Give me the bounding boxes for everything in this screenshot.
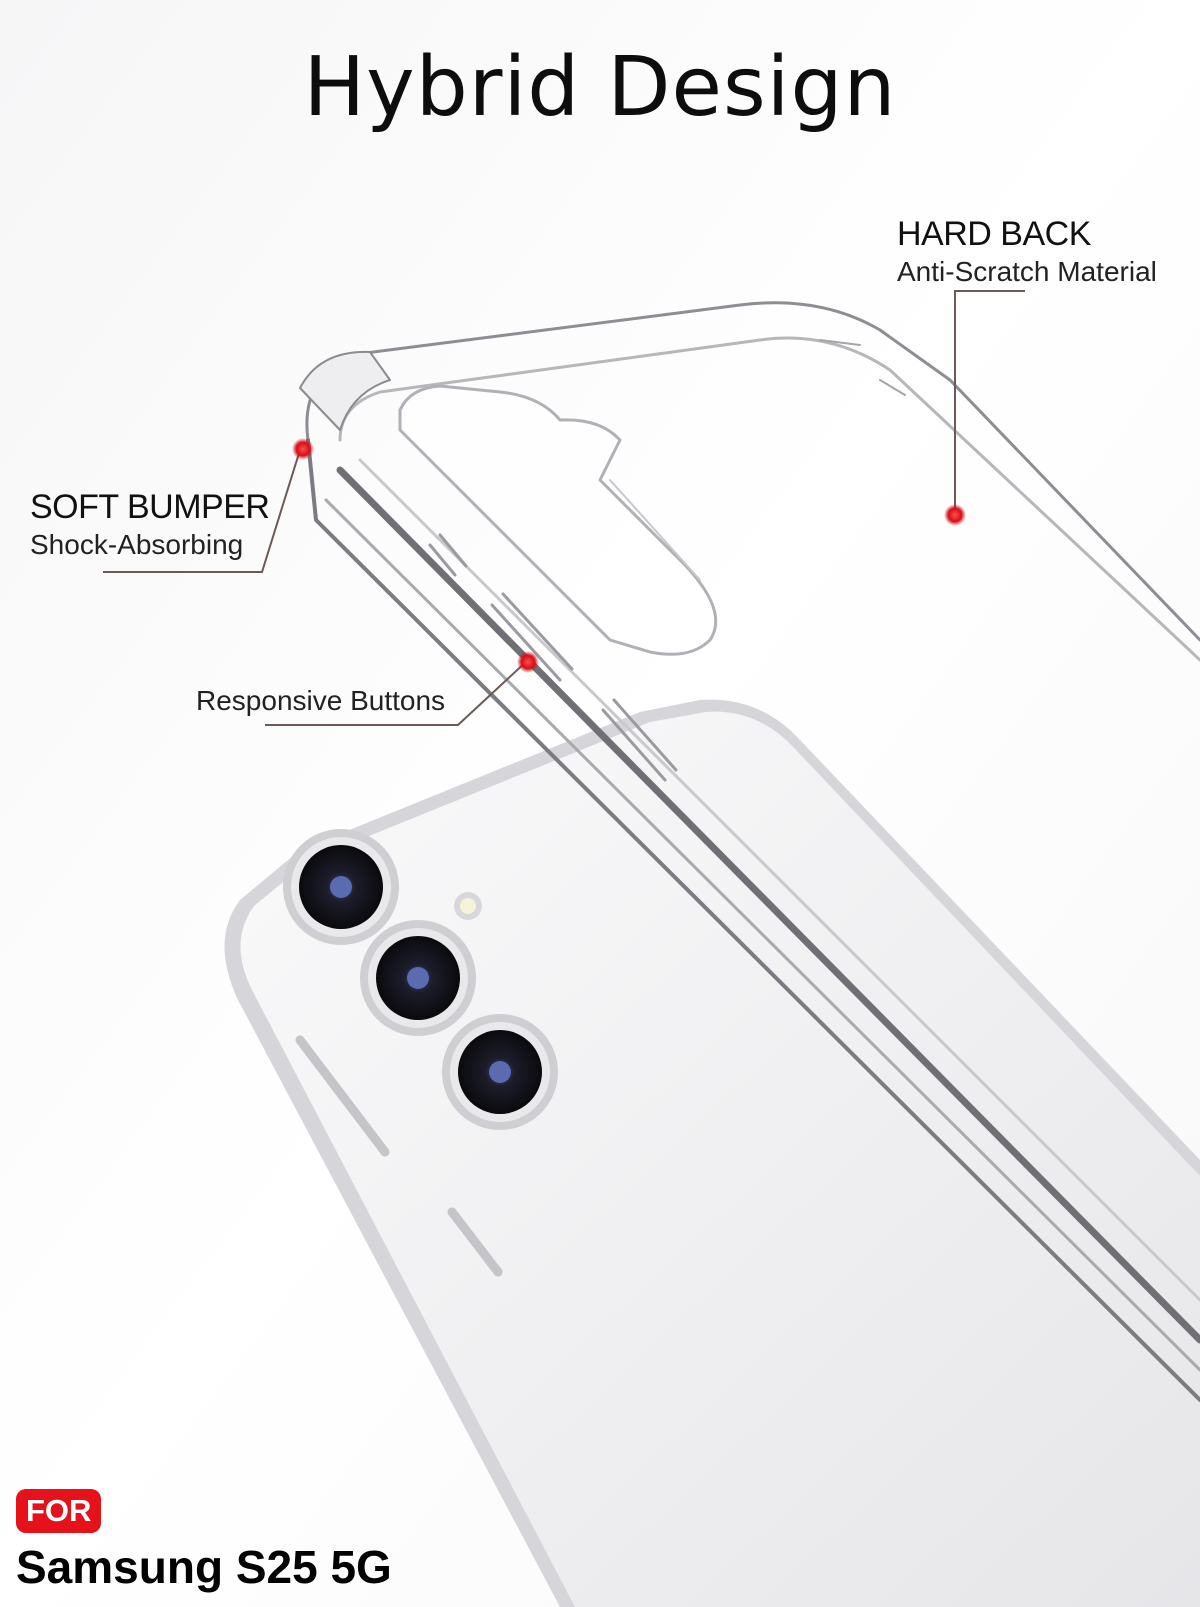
page-title: Hybrid Design	[303, 40, 897, 135]
hard-back-leader	[954, 290, 1025, 515]
hard-back-callout: HARD BACK Anti-Scratch Material	[897, 215, 1157, 288]
clear-case	[299, 301, 1200, 1402]
soft-bumper-leader	[103, 449, 301, 573]
soft-bumper-marker-icon	[292, 438, 314, 460]
hard-back-heading: HARD BACK	[897, 215, 1091, 253]
camera-lens-icon	[360, 920, 476, 1036]
responsive-buttons-callout: Responsive Buttons	[196, 685, 445, 717]
buttons-marker-icon	[517, 651, 539, 673]
soft-bumper-callout: SOFT BUMPER Shock-Absorbing	[30, 488, 270, 561]
soft-bumper-subtext: Shock-Absorbing	[30, 529, 244, 560]
buttons-leader	[265, 659, 529, 726]
flash-icon	[454, 892, 482, 920]
hard-back-subtext: Anti-Scratch Material	[897, 256, 1157, 287]
camera-lens-icon	[283, 829, 399, 945]
for-badge: FOR	[16, 1489, 102, 1533]
responsive-buttons-text: Responsive Buttons	[196, 685, 446, 716]
hard-back-marker-icon	[944, 504, 966, 526]
soft-bumper-heading: SOFT BUMPER	[30, 488, 270, 526]
phone-body	[224, 699, 1200, 1607]
camera-lens-icon	[442, 1014, 558, 1130]
callout-leaders	[103, 290, 1025, 726]
device-model: Samsung S25 5G	[16, 1541, 392, 1593]
camera-module	[283, 829, 558, 1130]
callout-markers	[292, 438, 966, 673]
